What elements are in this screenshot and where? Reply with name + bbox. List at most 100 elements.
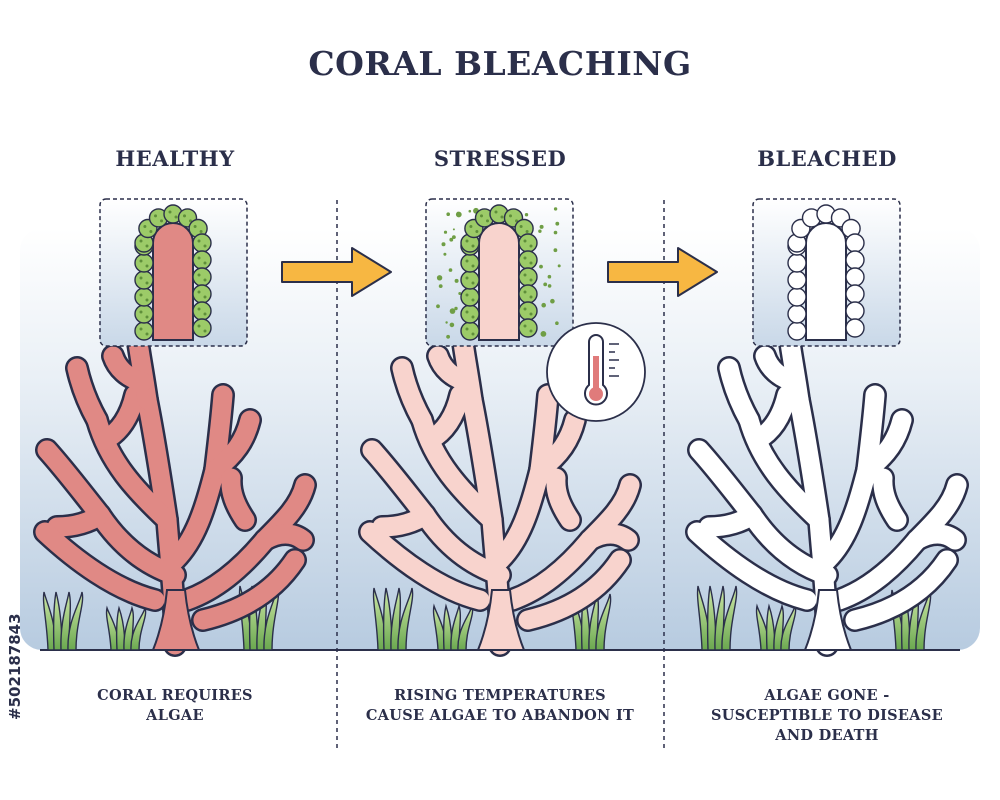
coral-branch bbox=[205, 410, 260, 480]
algae-cell bbox=[134, 270, 154, 290]
drifting-algae-dot bbox=[454, 306, 458, 311]
algae-cell bbox=[134, 304, 154, 324]
coral-branch bbox=[490, 460, 550, 570]
algae-cell-dot bbox=[475, 230, 479, 233]
coral-branch bbox=[193, 550, 305, 630]
polyp-stressed bbox=[436, 204, 561, 341]
algae-cell bbox=[845, 233, 865, 253]
drifting-algae-dot bbox=[547, 274, 552, 279]
drifting-algae-dot bbox=[456, 211, 460, 215]
drifting-algae-dot bbox=[452, 228, 455, 231]
coral-branch bbox=[755, 346, 805, 392]
algae-cell-dot bbox=[523, 256, 527, 260]
algae-cell bbox=[787, 321, 807, 341]
algae-cell-dot bbox=[465, 327, 469, 331]
algae-cell-dot bbox=[203, 329, 207, 333]
algae-cell bbox=[192, 233, 212, 253]
algae-cell-dot bbox=[523, 290, 527, 294]
algae-cell-dot bbox=[471, 244, 475, 248]
seagrass-blade bbox=[67, 591, 84, 651]
algae-cell-dot bbox=[168, 210, 172, 214]
algae-cell-dot bbox=[523, 239, 527, 243]
drifting-algae-dot bbox=[541, 302, 546, 308]
algae-cell-dot bbox=[145, 281, 149, 285]
seagrass-blade bbox=[397, 587, 414, 651]
coral-branch bbox=[392, 358, 432, 430]
drifting-algae-dot bbox=[449, 308, 456, 314]
algae-cell-dot bbox=[145, 315, 149, 319]
algae-cell-dot bbox=[523, 307, 527, 311]
algae-cell-dot bbox=[529, 295, 533, 299]
algae-cell-dot bbox=[197, 273, 201, 277]
coral-branch bbox=[530, 410, 585, 480]
coral-base bbox=[476, 589, 526, 651]
algae-cell-dot bbox=[529, 312, 533, 316]
coral-branch bbox=[699, 505, 762, 537]
algae-cell bbox=[518, 250, 538, 270]
algae-cell bbox=[845, 318, 865, 338]
drifting-algae-dot bbox=[543, 282, 548, 287]
panel-title-healthy: HEALTHY bbox=[115, 146, 235, 171]
algae-cell bbox=[192, 284, 212, 304]
coral-branch bbox=[580, 524, 638, 550]
algae-cell bbox=[460, 253, 480, 273]
algae-cell-dot bbox=[465, 239, 469, 243]
algae-cell-dot bbox=[154, 214, 157, 218]
drifting-algae-dot bbox=[436, 275, 443, 281]
caption-line: RISING TEMPERATURES bbox=[394, 687, 606, 704]
algae-cell-dot bbox=[197, 290, 201, 294]
caption-stressed: RISING TEMPERATURES CAUSE ALGAE TO ABAND… bbox=[340, 686, 660, 726]
coral-branch bbox=[372, 505, 435, 537]
algae-cell bbox=[787, 253, 807, 273]
drifting-algae-dot bbox=[443, 252, 447, 256]
coral-branch bbox=[502, 530, 600, 610]
drifting-algae-dot bbox=[443, 230, 448, 234]
algae-cell-dot bbox=[529, 329, 533, 333]
algae-cell-dot bbox=[523, 273, 527, 277]
algae-cell-dot bbox=[465, 259, 469, 263]
coral-branch bbox=[420, 385, 470, 450]
coral-branch bbox=[907, 524, 965, 550]
algae-cell-dot bbox=[480, 214, 483, 218]
algae-cell-dot bbox=[145, 298, 149, 302]
coral-branch bbox=[255, 524, 313, 550]
algae-cell bbox=[518, 267, 538, 287]
drifting-algae-dot bbox=[550, 298, 555, 304]
algae-cell-dot bbox=[465, 310, 469, 314]
polyp-bleached bbox=[787, 204, 865, 341]
caption-line: CORAL REQUIRES bbox=[97, 687, 253, 704]
algae-cell bbox=[845, 284, 865, 304]
algae-cell bbox=[192, 318, 212, 338]
coral-branch bbox=[546, 468, 580, 530]
coral-branch bbox=[67, 358, 107, 430]
algae-cell-dot bbox=[471, 315, 475, 319]
drifting-algae-dot bbox=[524, 213, 529, 217]
coral-branch bbox=[857, 410, 912, 480]
drifting-algae-dot bbox=[553, 248, 558, 253]
algae-cell-dot bbox=[197, 239, 201, 243]
algae-cell bbox=[460, 287, 480, 307]
algae-cell bbox=[460, 321, 480, 341]
algae-cell-dot bbox=[471, 332, 475, 336]
algae-cell bbox=[518, 318, 538, 338]
panel-title-stressed: STRESSED bbox=[433, 146, 567, 171]
algae-cell bbox=[134, 321, 154, 341]
drifting-algae-dot bbox=[458, 292, 462, 295]
panel-title-bleached: BLEACHED bbox=[757, 146, 897, 171]
algae-cell-dot bbox=[160, 219, 163, 223]
stock-id-label: #502187843 bbox=[6, 613, 24, 720]
coral-branch bbox=[221, 468, 255, 530]
algae-cell-dot bbox=[203, 278, 207, 282]
coral-branch bbox=[428, 346, 478, 392]
algae-cell-dot bbox=[139, 327, 143, 331]
caption-line: SUSCEPTIBLE TO DISEASE bbox=[711, 707, 943, 724]
coral-branch bbox=[360, 522, 490, 610]
algae-cell bbox=[192, 250, 212, 270]
algae-cell-dot bbox=[197, 307, 201, 311]
coral-branch bbox=[873, 468, 907, 530]
algae-cell-dot bbox=[203, 312, 207, 316]
algae-cell-dot bbox=[149, 230, 153, 233]
algae-cell-dot bbox=[471, 281, 475, 285]
coral-branch bbox=[35, 522, 165, 610]
